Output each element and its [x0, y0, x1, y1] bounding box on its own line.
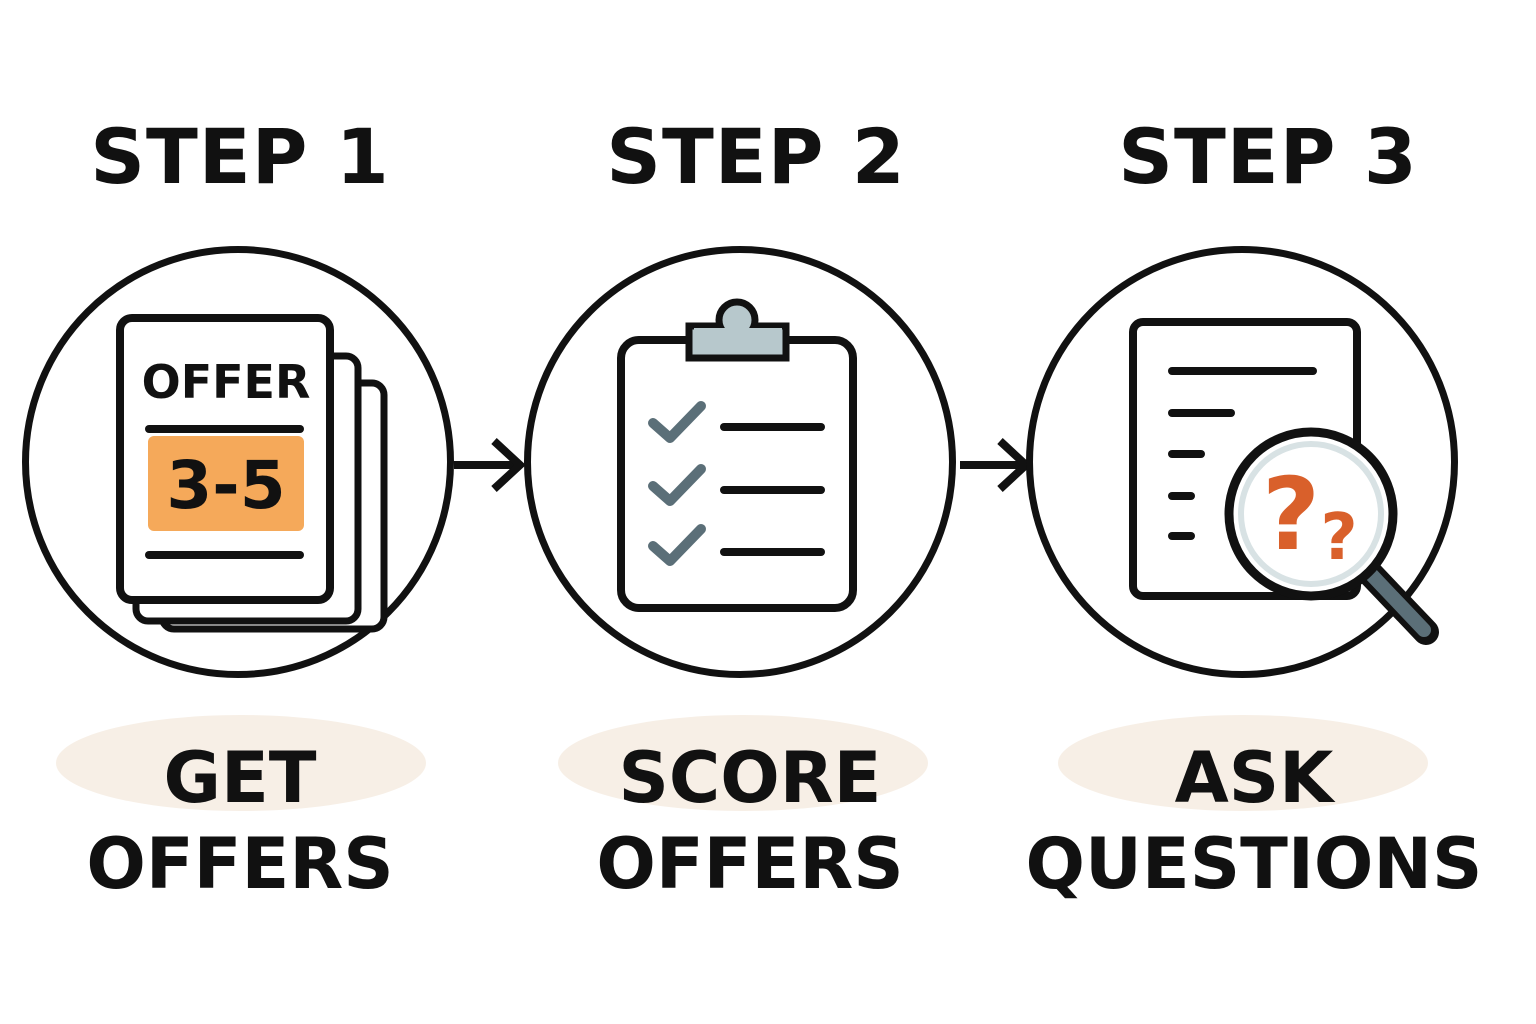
step-1-circle: OFFER 3-5	[22, 246, 454, 678]
step-3-label: ASK QUESTIONS	[998, 735, 1510, 907]
step-1-label: GET OFFERS	[0, 735, 496, 907]
step-3-label-line-2: QUESTIONS	[1025, 823, 1483, 905]
document-magnifier-icon: ? ?	[1129, 318, 1439, 645]
step-2-label-line-2: OFFERS	[596, 823, 904, 905]
step-3-circle: ? ?	[1026, 246, 1458, 678]
step-3: STEP 3 ? ? ASK QUESTIONS	[1024, 0, 1536, 1024]
step-2-label: SCORE OFFERS	[494, 735, 1006, 907]
arrow-right-icon	[454, 438, 526, 492]
clipboard-checklist-icon	[617, 298, 857, 612]
step-2-label-highlight	[558, 715, 928, 811]
step-3-label-highlight	[1058, 715, 1428, 811]
step-2-circle	[524, 246, 956, 678]
question-mark-small: ?	[1320, 501, 1357, 575]
step-3-label-line-1: ASK	[1174, 737, 1334, 819]
step-1-label-highlight	[56, 715, 426, 811]
arrow-right-icon	[960, 438, 1032, 492]
step-1-label-line-2: OFFERS	[86, 823, 394, 905]
question-mark-large: ?	[1262, 456, 1320, 573]
step-3-title: STEP 3	[1118, 112, 1418, 201]
step-2-label-line-1: SCORE	[618, 737, 882, 819]
checkmark-icon	[648, 401, 706, 443]
offer-heading: OFFER	[142, 355, 311, 409]
checkmark-icon	[648, 524, 706, 566]
offer-documents-icon: OFFER 3-5	[116, 314, 388, 633]
checkmark-icon	[648, 464, 706, 506]
step-1-label-line-1: GET	[163, 737, 317, 819]
step-2: STEP 2 SCORE OFFERS	[512, 0, 1024, 1024]
step-1-title: STEP 1	[90, 112, 390, 201]
step-2-title: STEP 2	[606, 112, 906, 201]
offer-range: 3-5	[166, 447, 285, 524]
offer-range-badge	[148, 436, 304, 531]
step-1: STEP 1 OFFER 3-5 GET OFFERS	[0, 0, 512, 1024]
